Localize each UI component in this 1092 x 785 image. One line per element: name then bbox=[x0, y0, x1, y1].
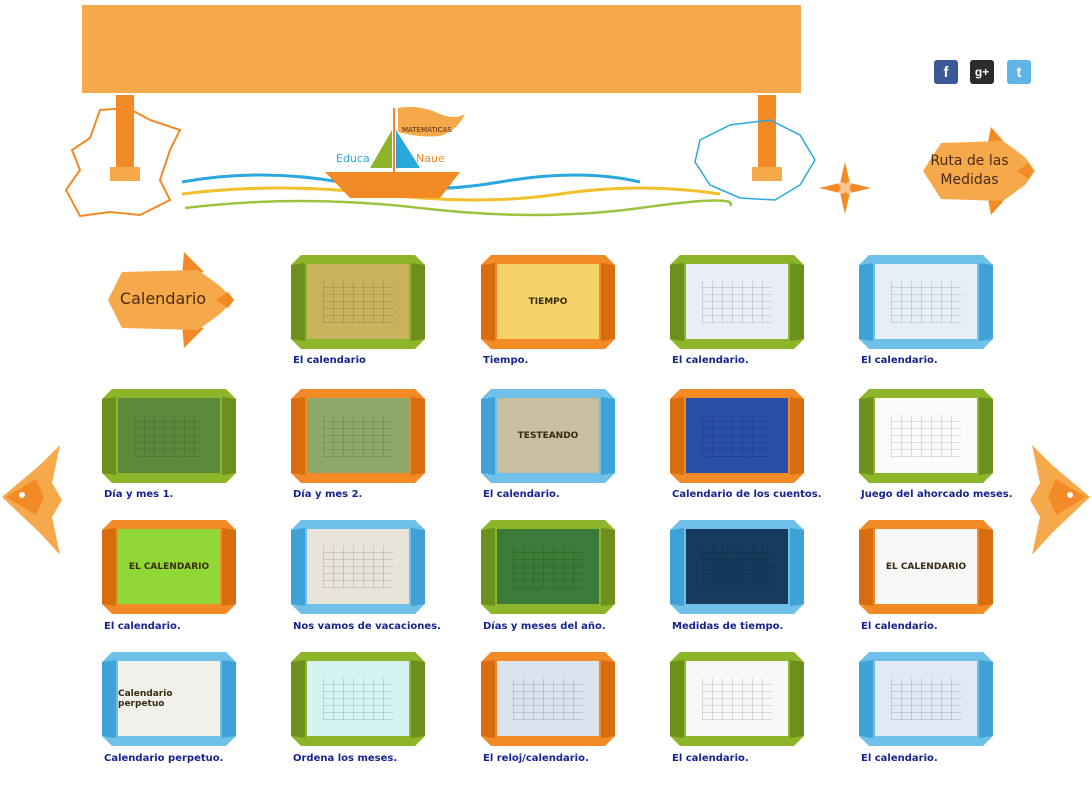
section-badge: Calendario bbox=[104, 252, 236, 348]
activity-tile[interactable] bbox=[291, 652, 431, 749]
thumbnail-content bbox=[323, 677, 393, 720]
activity-thumbnail[interactable] bbox=[497, 661, 599, 736]
activity-thumbnail[interactable]: TIEMPO bbox=[497, 264, 599, 339]
activity-caption-link[interactable]: El calendario. bbox=[861, 621, 938, 632]
activity-caption-link[interactable]: El calendario. bbox=[672, 753, 749, 764]
thumbnail-content bbox=[323, 280, 393, 323]
activity-thumbnail[interactable]: EL CALENDARIO bbox=[118, 529, 220, 604]
flag-icon bbox=[398, 106, 465, 137]
activity-tile[interactable] bbox=[859, 255, 999, 352]
turtle-badge-icon bbox=[923, 127, 1035, 215]
thumbnail-content bbox=[702, 414, 772, 457]
header-decoration: MATEMÁTICAS Educa Naue bbox=[64, 95, 871, 218]
activity-tile[interactable] bbox=[859, 389, 999, 486]
activity-tile[interactable] bbox=[481, 520, 621, 617]
thumbnail-content bbox=[323, 545, 393, 588]
activity-tile[interactable] bbox=[291, 389, 431, 486]
activity-thumbnail[interactable]: Calendario perpetuo bbox=[118, 661, 220, 736]
activity-thumbnail[interactable] bbox=[875, 264, 977, 339]
activity-thumbnail[interactable] bbox=[307, 661, 409, 736]
compass-star-icon bbox=[819, 162, 871, 214]
thumbnail-content bbox=[891, 677, 961, 720]
activity-tile[interactable]: EL CALENDARIO bbox=[859, 520, 999, 617]
activity-tile[interactable] bbox=[291, 255, 431, 352]
thumbnail-content bbox=[702, 677, 772, 720]
activity-thumbnail[interactable] bbox=[875, 398, 977, 473]
thumbnail-text: Calendario perpetuo bbox=[118, 688, 173, 709]
previous-fish-arrow-icon[interactable] bbox=[0, 445, 62, 555]
activity-caption-link[interactable]: Día y mes 2. bbox=[293, 489, 363, 500]
thumbnail-content bbox=[702, 545, 772, 588]
activity-thumbnail[interactable] bbox=[686, 398, 788, 473]
activity-thumbnail[interactable]: TESTEANDO bbox=[497, 398, 599, 473]
thumbnail-content bbox=[513, 677, 583, 720]
activity-caption-link[interactable]: El calendario bbox=[293, 355, 366, 366]
flag-text: MATEMÁTICAS bbox=[402, 125, 452, 134]
island-blue-icon bbox=[694, 119, 816, 201]
activity-caption-link[interactable]: Nos vamos de vacaciones. bbox=[293, 621, 441, 632]
activity-thumbnail[interactable] bbox=[686, 264, 788, 339]
thumbnail-content bbox=[891, 280, 961, 323]
activity-caption-link[interactable]: El calendario. bbox=[861, 355, 938, 366]
activity-thumbnail[interactable] bbox=[497, 529, 599, 604]
logo-word-right: Naue bbox=[416, 152, 445, 165]
thumbnail-text: TIEMPO bbox=[528, 296, 568, 307]
activity-tile[interactable] bbox=[670, 255, 810, 352]
thumbnail-text: TESTEANDO bbox=[517, 430, 579, 441]
google-plus-icon[interactable]: g+ bbox=[970, 60, 994, 84]
activity-thumbnail[interactable] bbox=[307, 529, 409, 604]
activity-tile[interactable]: EL CALENDARIO bbox=[102, 520, 242, 617]
island-orange-icon bbox=[64, 106, 182, 218]
thumbnail-content bbox=[891, 414, 961, 457]
activity-tile[interactable] bbox=[291, 520, 431, 617]
activity-tile[interactable]: Calendario perpetuo bbox=[102, 652, 242, 749]
activity-caption-link[interactable]: El reloj/calendario. bbox=[483, 753, 589, 764]
facebook-icon[interactable]: f bbox=[934, 60, 958, 84]
boat-hull-icon bbox=[325, 172, 460, 198]
activity-thumbnail[interactable] bbox=[686, 529, 788, 604]
activity-caption-link[interactable]: El calendario. bbox=[672, 355, 749, 366]
activity-caption-link[interactable]: Tiempo. bbox=[483, 355, 529, 366]
activity-caption-link[interactable]: Calendario perpetuo. bbox=[104, 753, 224, 764]
turtle-badge-icon bbox=[108, 252, 234, 348]
logo-word-left: Educa bbox=[336, 152, 370, 165]
activity-tile[interactable] bbox=[670, 389, 810, 486]
section-title: Calendario bbox=[119, 289, 207, 308]
thumbnail-content bbox=[702, 280, 772, 323]
activity-caption-link[interactable]: El calendario. bbox=[861, 753, 938, 764]
header-banner bbox=[82, 5, 801, 93]
activity-thumbnail[interactable] bbox=[118, 398, 220, 473]
activity-caption-link[interactable]: Días y meses del año. bbox=[483, 621, 606, 632]
next-fish-arrow-icon[interactable] bbox=[1030, 445, 1092, 555]
activity-caption-link[interactable]: Calendario de los cuentos. bbox=[672, 489, 822, 500]
thumbnail-content bbox=[513, 545, 583, 588]
activity-tile[interactable] bbox=[859, 652, 999, 749]
thumbnail-text: EL CALENDARIO bbox=[128, 561, 210, 572]
activity-thumbnail[interactable] bbox=[307, 264, 409, 339]
thumbnail-content bbox=[323, 414, 393, 457]
activity-thumbnail[interactable]: EL CALENDARIO bbox=[875, 529, 977, 604]
thumbnail-text: EL CALENDARIO bbox=[885, 561, 967, 572]
activity-caption-link[interactable]: Día y mes 1. bbox=[104, 489, 174, 500]
thumbnail-content bbox=[134, 414, 204, 457]
activity-caption-link[interactable]: El calendario. bbox=[483, 489, 560, 500]
activity-tile[interactable] bbox=[670, 520, 810, 617]
twitter-icon[interactable]: t bbox=[1007, 60, 1031, 84]
activity-thumbnail[interactable] bbox=[686, 661, 788, 736]
activity-tile[interactable]: TIEMPO bbox=[481, 255, 621, 352]
activity-thumbnail[interactable] bbox=[307, 398, 409, 473]
activity-tile[interactable] bbox=[481, 652, 621, 749]
activity-caption-link[interactable]: El calendario. bbox=[104, 621, 181, 632]
activity-caption-link[interactable]: Ordena los meses. bbox=[293, 753, 398, 764]
activity-caption-link[interactable]: Juego del ahorcado meses. bbox=[861, 489, 1013, 500]
activity-tile[interactable]: TESTEANDO bbox=[481, 389, 621, 486]
activity-tile[interactable] bbox=[670, 652, 810, 749]
activity-thumbnail[interactable] bbox=[875, 661, 977, 736]
activity-tile[interactable] bbox=[102, 389, 242, 486]
activity-caption-link[interactable]: Medidas de tiempo. bbox=[672, 621, 784, 632]
